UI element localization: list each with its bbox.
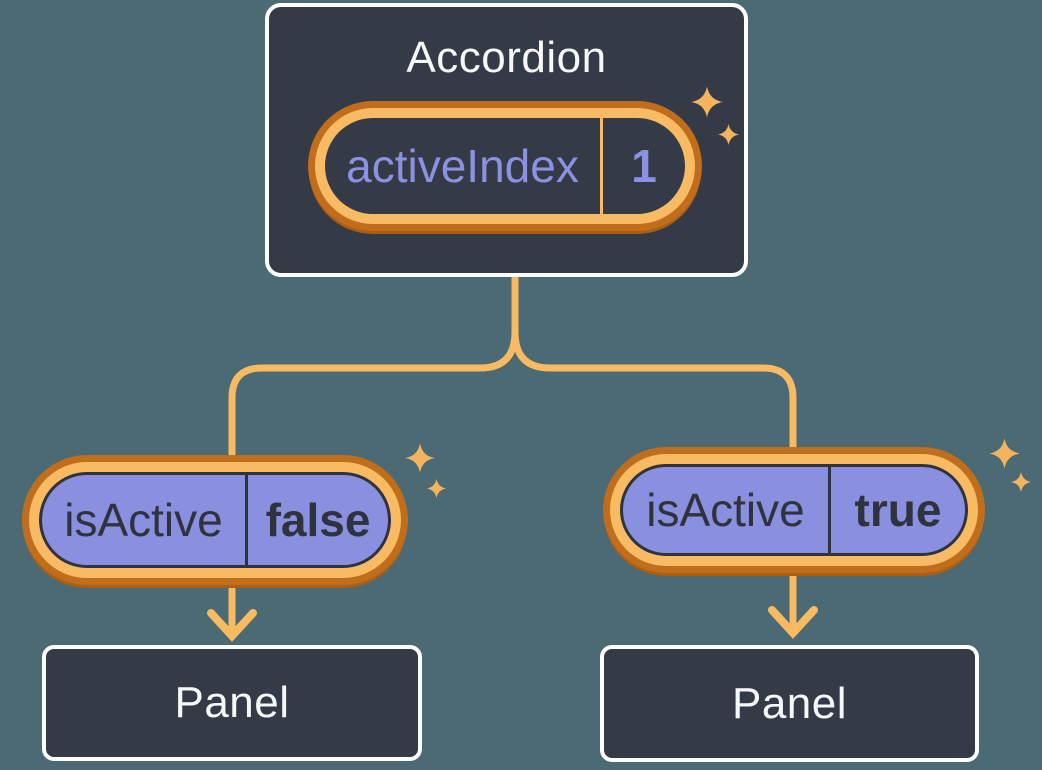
- prop-name: isActive: [646, 484, 805, 536]
- prop-pill-isactive-right: isActive true: [603, 447, 985, 573]
- sparkle-icon: [989, 438, 1020, 469]
- prop-pill-isactive-left: isActive false: [22, 455, 408, 585]
- branch-line-right: [511, 328, 797, 637]
- prop-value: true: [854, 484, 942, 536]
- prop-name: isActive: [64, 494, 223, 546]
- component-title: Accordion: [406, 33, 607, 82]
- state-pill-core: activeIndex 1: [325, 118, 685, 214]
- sparkle-icon: [405, 443, 435, 473]
- pill-divider: [828, 467, 831, 553]
- prop-pill-core: isActive true: [620, 464, 968, 556]
- arrow-down-icon: [207, 609, 257, 642]
- panel-title: Panel: [731, 678, 848, 728]
- prop-pill-ring: isActive true: [610, 454, 978, 566]
- state-pill-activeindex: activeIndex 1: [308, 101, 702, 231]
- state-pill-ring: activeIndex 1: [315, 108, 695, 224]
- prop-pill-ring: isActive false: [29, 462, 401, 578]
- prop-pill-core: isActive false: [39, 472, 391, 568]
- state-value: 1: [631, 140, 657, 192]
- arrow-down-icon: [768, 606, 818, 639]
- pill-divider: [245, 475, 248, 565]
- sparkle-icon: [1010, 471, 1032, 493]
- state-name: activeIndex: [346, 140, 579, 192]
- sparkle-icon: [426, 478, 447, 499]
- panel-box-left: Panel: [42, 645, 422, 761]
- sparkle-icon: [717, 123, 740, 146]
- panel-box-right: Panel: [600, 645, 979, 762]
- panel-title: Panel: [174, 678, 290, 727]
- sparkle-icon: [691, 86, 723, 118]
- prop-value: false: [265, 494, 371, 546]
- pill-divider: [600, 118, 603, 214]
